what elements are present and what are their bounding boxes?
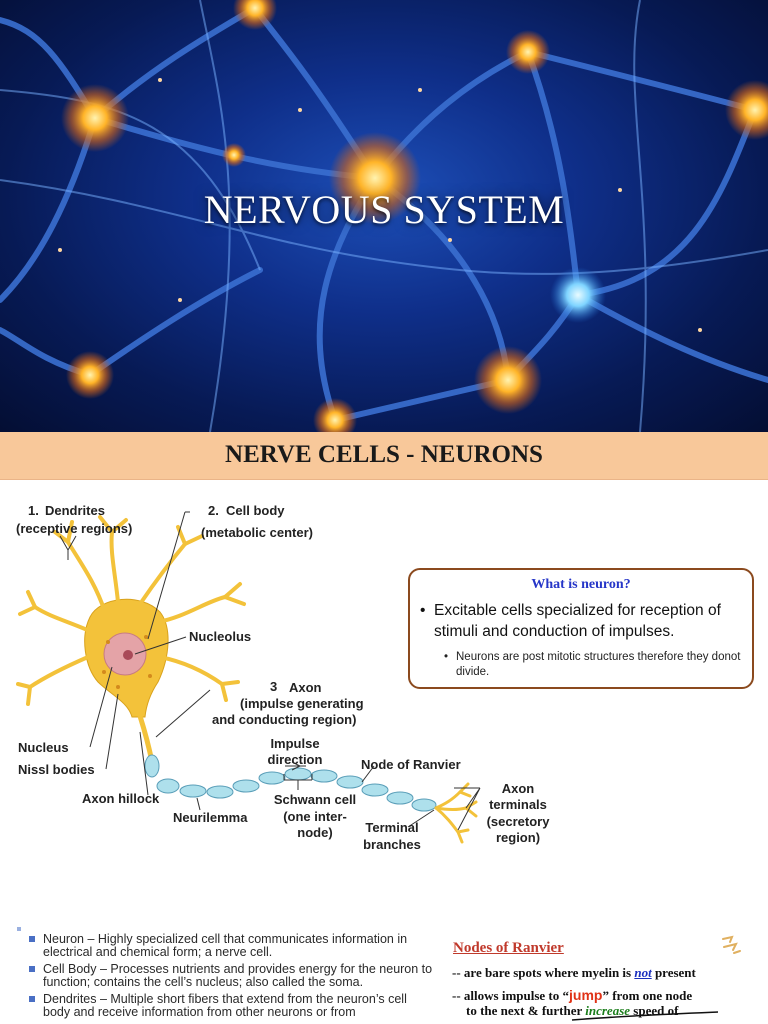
ranvier-emphasis-increase: increase [585, 1003, 631, 1018]
label-dendrites-number: 1. [28, 503, 39, 518]
ranvier-line-2: -- allows impulse to “jump” from one nod… [452, 987, 692, 1004]
label-schwann-node: node) [297, 825, 333, 840]
ranvier-emphasis-not: not [634, 965, 652, 980]
ranvier-text: to the next & further [466, 1003, 586, 1018]
neuron-definition-box: What is neuron? • Excitable cells specia… [408, 568, 754, 689]
slide-title: NERVOUS SYSTEM [203, 187, 565, 232]
ranvier-line-1: -- are bare spots where myelin is not pr… [452, 965, 696, 981]
label-schwann-cell: Schwann cell [273, 792, 357, 807]
neuron-diagram [16, 511, 481, 844]
label-cellbody: Cell body [226, 503, 285, 518]
slide-heading: NERVE CELLS - NEURONS [225, 441, 543, 468]
label-dendrites-sub: (receptive regions) [16, 521, 133, 536]
label-axon-hillock: Axon hillock [82, 791, 160, 806]
ranvier-text: -- allows impulse to “ [452, 988, 569, 1003]
label-axon-sub2: and conducting region) [212, 712, 357, 727]
label-cellbody-number: 2. [208, 503, 219, 518]
list-item: Neuron – Highly specialized cell that co… [28, 933, 436, 958]
label-axon-terminals-3: (secretory [486, 814, 550, 829]
definition-sub-text: Neurons are post mitotic structures ther… [456, 651, 741, 678]
label-node-of-ranvier: Node of Ranvier [361, 757, 461, 772]
label-axon-terminals-2: terminals [489, 797, 547, 812]
definition-cell-body: Cell Body – Processes nutrients and prov… [43, 962, 433, 989]
label-direction: direction [267, 752, 323, 767]
ranvier-line-3: to the next & further increase speed of [466, 1003, 678, 1019]
underline-stroke [571, 1011, 719, 1021]
bullet-square-icon [29, 936, 35, 942]
label-neurilemma: Neurilemma [173, 810, 248, 825]
neurons-slide: NERVE CELLS - NEURONS [0, 432, 768, 880]
label-terminal: Terminal [365, 820, 419, 835]
definitions-slide: Neuron – Highly specialized cell that co… [0, 880, 768, 1024]
title-slide: NERVOUS SYSTEM [0, 0, 768, 432]
definition-neuron: Neuron – Highly specialized cell that co… [43, 932, 408, 959]
definition-sub-bullet: • Neurons are post mitotic structures th… [444, 650, 746, 680]
sparkle-icon [722, 935, 741, 954]
bullet-dot: • [420, 602, 426, 619]
nucleolus-shape [123, 650, 133, 660]
label-schwann-internode: (one inter- [283, 809, 347, 824]
ranvier-text: ” from one node [602, 988, 693, 1003]
label-branches: branches [363, 837, 421, 852]
list-item: Dendrites – Multiple short fibers that e… [28, 993, 436, 1018]
label-dendrites: Dendrites [45, 503, 105, 518]
label-axon-terminals-4: region) [495, 830, 541, 845]
ranvier-text: -- are bare spots where myelin is [452, 965, 635, 980]
label-nissl-bodies: Nissl bodies [18, 762, 95, 777]
label-cellbody-sub: (metabolic center) [201, 525, 313, 540]
label-impulse: Impulse [270, 736, 320, 751]
label-axon-number: 3 [270, 679, 278, 694]
bullet-square-icon [29, 996, 35, 1002]
bullet-square-icon [29, 966, 35, 972]
label-axon: Axon [289, 680, 322, 695]
ranvier-heading: Nodes of Ranvier [453, 940, 564, 956]
neuron-network-background [0, 0, 768, 432]
label-nucleus: Nucleus [18, 740, 69, 755]
definition-list: Neuron – Highly specialized cell that co… [28, 933, 436, 1023]
definition-question: What is neuron? [531, 577, 631, 592]
definition-text: Excitable cells specialized for receptio… [434, 602, 721, 640]
definition-bullet: • Excitable cells specialized for recept… [420, 600, 748, 642]
bullet-marker-icon [17, 927, 21, 931]
definition-dendrites: Dendrites – Multiple short fibers that e… [43, 992, 407, 1019]
bullet-dot: • [444, 651, 449, 663]
title-banner: NERVE CELLS - NEURONS [0, 432, 768, 480]
list-item: Cell Body – Processes nutrients and prov… [28, 963, 436, 988]
ranvier-emphasis-jump: jump [569, 987, 603, 1003]
ranvier-text: present [651, 965, 696, 980]
label-axon-terminals-1: Axon [501, 781, 535, 796]
label-nucleolus: Nucleolus [189, 629, 252, 644]
label-axon-sub1: (impulse generating [240, 696, 364, 711]
